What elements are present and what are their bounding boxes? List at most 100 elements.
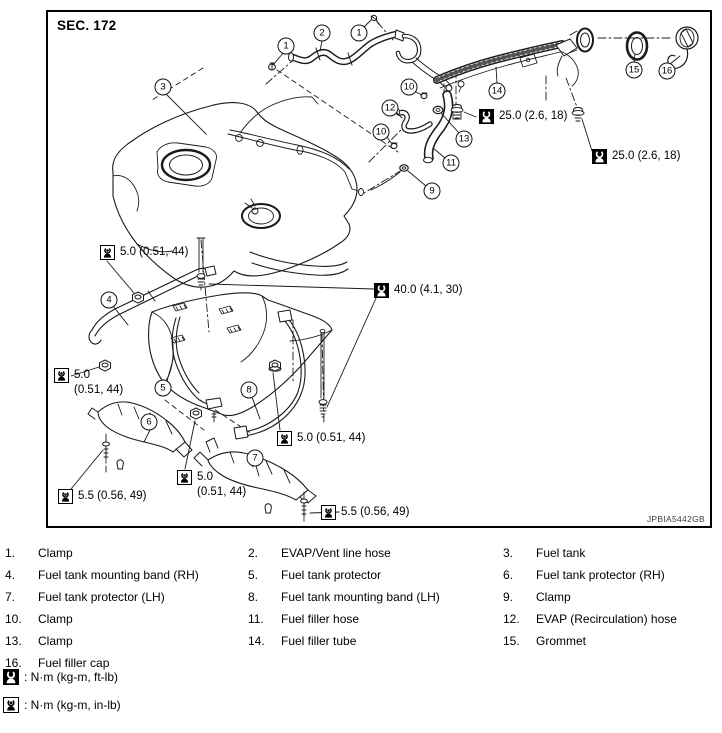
legend-item: 6. Fuel tank protector (RH) (503, 564, 717, 586)
torque-value: 5.5 (0.56, 49) (341, 506, 410, 518)
legend-item-number: 15. (503, 634, 520, 648)
legend-item-number: 14. (248, 634, 265, 648)
figure-code: JPBIA5442GB (646, 514, 705, 524)
legend-item-number: 5. (248, 568, 259, 582)
callout-number: 9 (429, 185, 435, 197)
callout-marker: 9 (423, 182, 441, 200)
legend-item: 7. Fuel tank protector (LH) (5, 586, 248, 608)
torque-value: 25.0 (2.6, 18) (612, 150, 681, 162)
legend-item: 16. Fuel filler cap (5, 652, 248, 674)
callout-marker: 16 (658, 62, 676, 80)
callout-number: 12 (384, 102, 396, 114)
torque-label: 5.0 (0.51, 44) (277, 431, 365, 446)
callout-number: 11 (446, 157, 456, 169)
legend-item-label: Fuel tank mounting band (RH) (38, 568, 199, 582)
legend-item: 8. Fuel tank mounting band (LH) (248, 586, 503, 608)
legend-item-label: EVAP (Recirculation) hose (536, 612, 677, 626)
callout-number: 1 (283, 40, 289, 52)
torque-label: 25.0 (2.6, 18) (479, 109, 567, 124)
legend-item-label: Fuel tank protector (RH) (536, 568, 665, 582)
torque-label: 25.0 (2.6, 18) (592, 149, 680, 164)
legend-item-number: 16. (5, 656, 22, 670)
callout-marker: 5 (154, 379, 172, 397)
callout-marker: 7 (246, 449, 264, 467)
legend-item-label: Fuel tank (536, 546, 586, 560)
torque-wrench-icon (374, 283, 389, 298)
torque-label: 5.0 (0.51, 44) (54, 368, 123, 398)
torque-unit-row: : N·m (kg-m, in-lb) (3, 696, 121, 713)
legend-item: 5. Fuel tank protector (248, 564, 503, 586)
legend-item-label: Clamp (38, 546, 73, 560)
callout-number: 8 (246, 384, 252, 396)
callout-number: 2 (319, 27, 325, 39)
torque-value: 5.0 (0.51, 44) (297, 432, 366, 444)
callout-number: 5 (160, 382, 166, 394)
torque-value: 5.5 (0.56, 49) (78, 490, 147, 502)
torque-wrench-icon (277, 431, 292, 446)
diagram-line-art (70, 14, 699, 525)
callout-number: 13 (458, 133, 470, 145)
callout-marker: 4 (100, 291, 118, 309)
legend-item: 2. EVAP/Vent line hose (248, 542, 503, 564)
legend-item-label: Fuel tank protector (281, 568, 382, 582)
torque-label: 5.5 (0.56, 49) (321, 505, 409, 520)
callout-number: 15 (628, 64, 640, 76)
torque-wrench-icon (58, 489, 73, 504)
torque-unit-label: : N·m (kg-m, ft-lb) (24, 669, 118, 684)
callout-marker: 3 (154, 78, 172, 96)
torque-label: 5.0 (0.51, 44) (177, 470, 246, 500)
torque-label: 5.0 (0.51, 44) (100, 245, 188, 260)
torque-wrench-icon (3, 668, 19, 685)
legend-item-number: 2. (248, 546, 259, 560)
torque-wrench-icon (479, 109, 494, 124)
legend-item: 1. Clamp (5, 542, 248, 564)
callout-number: 16 (661, 65, 673, 77)
legend-item: 11. Fuel filler hose (248, 608, 503, 630)
legend-item: 13. Clamp (5, 630, 248, 652)
callout-marker: 1 (277, 37, 295, 55)
parts-legend: 1. Clamp 2. EVAP/Vent line hose 3. Fuel … (5, 542, 717, 674)
torque-value: 25.0 (2.6, 18) (499, 110, 568, 122)
torque-unit-row: : N·m (kg-m, ft-lb) (3, 668, 121, 685)
diagram-frame: SEC. 172 JPBIA5442GB (46, 10, 712, 528)
torque-unit-key: : N·m (kg-m, ft-lb) : N·m (kg-m, in-lb) (3, 668, 121, 724)
legend-item-label: Fuel filler tube (281, 634, 357, 648)
callout-marker: 8 (240, 381, 258, 399)
torque-wrench-icon (321, 505, 336, 520)
torque-wrench-icon (54, 368, 69, 383)
legend-item-number: 12. (503, 612, 520, 626)
legend-item-number: 6. (503, 568, 514, 582)
callout-number: 4 (106, 294, 112, 306)
torque-value: 5.0 (0.51, 44) (197, 471, 247, 498)
legend-item-number: 4. (5, 568, 16, 582)
torque-value: 5.0 (0.51, 44) (74, 369, 124, 396)
callout-marker: 14 (488, 82, 506, 100)
legend-item-number: 9. (503, 590, 514, 604)
callout-number: 14 (491, 85, 503, 97)
torque-wrench-icon (177, 470, 192, 485)
callout-marker: 6 (140, 413, 158, 431)
legend-item-label: Fuel filler hose (281, 612, 360, 626)
legend-item-label: Fuel filler cap (38, 656, 110, 670)
callout-marker: 12 (381, 99, 399, 117)
callout-number: 3 (160, 81, 166, 93)
callout-number: 7 (252, 452, 258, 464)
callout-marker: 11 (442, 154, 460, 172)
legend-item-number: 13. (5, 634, 22, 648)
legend-item-number: 11. (248, 612, 264, 626)
callout-number: 10 (375, 126, 387, 138)
legend-item-label: Fuel tank mounting band (LH) (281, 590, 440, 604)
callout-marker: 10 (400, 78, 418, 96)
callout-number: 10 (403, 81, 415, 93)
legend-item: 12. EVAP (Recirculation) hose (503, 608, 717, 630)
legend-item-label: Fuel tank protector (LH) (38, 590, 165, 604)
torque-label: 5.5 (0.56, 49) (58, 489, 146, 504)
legend-item: 9. Clamp (503, 586, 717, 608)
legend-item-label: EVAP/Vent line hose (281, 546, 391, 560)
callout-marker: 10 (372, 123, 390, 141)
callout-marker: 1 (350, 24, 368, 42)
torque-label: 40.0 (4.1, 30) (374, 283, 462, 298)
legend-item-label: Clamp (536, 590, 571, 604)
legend-item-number: 8. (248, 590, 259, 604)
